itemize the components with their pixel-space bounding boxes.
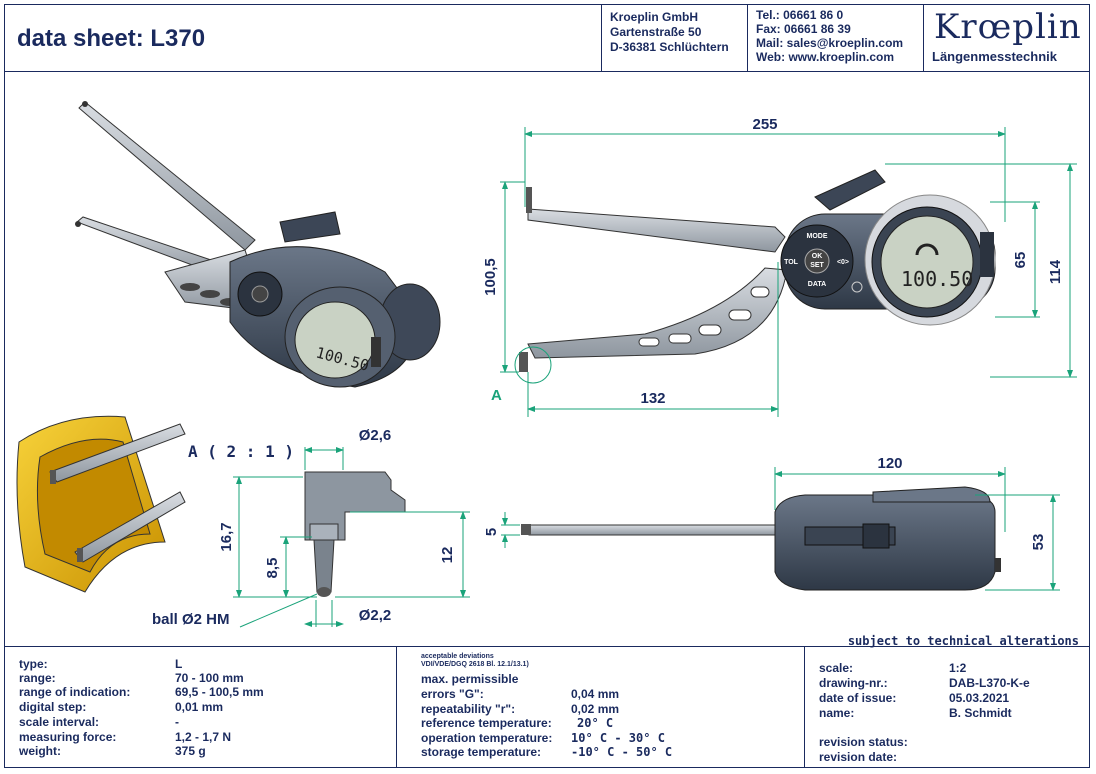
brand-block: Krœplin Längenmesstechnik	[923, 5, 1089, 71]
spec-label: scale interval:	[19, 715, 100, 729]
drawing-info-block: scale: drawing-nr.: date of issue: name:…	[805, 647, 1089, 768]
deviations-subheading: max. permissible	[421, 672, 519, 686]
key-tol[interactable]: TOL	[784, 259, 799, 266]
technical-drawing: 100.50 100	[16, 101, 1077, 628]
spec-value: 69,5 - 100,5 mm	[175, 685, 264, 699]
brand-subtitle: Längenmesstechnik	[932, 49, 1057, 64]
dim-255: 255	[752, 116, 777, 133]
page-title: data sheet: L370	[17, 25, 206, 52]
deviations-heading: acceptable deviations	[421, 653, 494, 660]
brand-logo: Krœplin	[934, 7, 1082, 47]
contact-tel: Tel.: 06661 86 0	[756, 8, 844, 22]
deviation-label: reference temperature:	[421, 716, 552, 730]
deviation-label: errors "G":	[421, 687, 484, 701]
cutaway-view	[16, 415, 186, 593]
info-value: B. Schmidt	[949, 706, 1012, 720]
side-view: 120 5 53	[483, 455, 1060, 591]
dim-16-7: 16,7	[218, 522, 235, 551]
data-sheet: data sheet: L370 Kroeplin GmbH Gartenstr…	[4, 4, 1090, 768]
key-mode[interactable]: MODE	[807, 233, 828, 240]
info-label: scale:	[819, 661, 854, 675]
dim-dia-2-2: Ø2,2	[359, 607, 392, 624]
info-label: date of issue:	[819, 691, 897, 705]
front-view: 100.50 OK SET MODE DATA TOL <0>	[482, 116, 1077, 417]
detail-a-title: A ( 2 : 1 )	[188, 442, 294, 461]
dim-53: 53	[1030, 534, 1047, 551]
spec-label: measuring force:	[19, 730, 117, 744]
front-display-reading: 100.50	[901, 267, 973, 291]
info-label: drawing-nr.:	[819, 676, 888, 690]
specs-block: type: range: range of indication: digita…	[5, 647, 397, 768]
deviation-value: 20° C	[577, 716, 614, 730]
spec-label: range:	[19, 671, 56, 685]
contact-mail[interactable]: Mail: sales@kroeplin.com	[756, 36, 904, 50]
isometric-view: 100.50	[75, 101, 441, 388]
dim-120: 120	[877, 455, 902, 472]
dim-100-5: 100,5	[482, 258, 499, 296]
info-label: name:	[819, 706, 855, 720]
company-name: Kroeplin GmbH	[610, 10, 699, 24]
dim-5: 5	[483, 528, 500, 536]
company-contact: Tel.: 06661 86 0 Fax: 06661 86 39 Mail: …	[747, 5, 923, 71]
deviation-label: storage temperature:	[421, 745, 542, 759]
deviation-label: operation temperature:	[421, 731, 553, 745]
key-set[interactable]: SET	[810, 262, 824, 269]
technical-alterations-note: subject to technical alterations	[847, 634, 1079, 648]
detail-a: A ( 2 : 1 ) Ø2,6	[152, 427, 470, 628]
deviation-label: repeatability "r":	[421, 702, 516, 716]
spec-footer: type: range: range of indication: digita…	[5, 646, 1089, 768]
spec-label: type:	[19, 657, 48, 671]
spec-value: L	[175, 657, 183, 671]
dim-8-5: 8,5	[264, 558, 281, 579]
info-value: DAB-L370-K-e	[949, 676, 1030, 690]
company-street: Gartenstraße 50	[610, 25, 702, 39]
key-ok[interactable]: OK	[812, 253, 823, 260]
company-city: D-36381 Schlüchtern	[610, 40, 729, 54]
deviations-standard: VDI/VDE/DGQ 2618 Bl. 12.1/13.1)	[421, 661, 529, 668]
deviation-value: 0,04 mm	[571, 687, 620, 701]
detail-marker-a: A	[491, 387, 502, 404]
spec-value: 375 g	[175, 744, 206, 758]
company-address: Kroeplin GmbH Gartenstraße 50 D-36381 Sc…	[601, 5, 747, 71]
dim-dia-2-6: Ø2,6	[359, 427, 392, 444]
revision-status-label: revision status:	[819, 735, 908, 749]
deviation-value: -10° C - 50° C	[571, 745, 673, 759]
key-zero[interactable]: <0>	[837, 259, 849, 266]
dim-65: 65	[1012, 252, 1029, 269]
info-value: 1:2	[949, 661, 967, 675]
info-value: 05.03.2021	[949, 691, 1010, 705]
deviation-value: 0,02 mm	[571, 702, 620, 716]
spec-label: digital step:	[19, 700, 87, 714]
contact-web[interactable]: Web: www.kroeplin.com	[756, 50, 895, 64]
dim-114: 114	[1047, 259, 1064, 284]
spec-label: range of indication:	[19, 685, 131, 699]
spec-value: 70 - 100 mm	[175, 671, 244, 685]
revision-date-label: revision date:	[819, 750, 898, 764]
dim-12: 12	[439, 547, 456, 564]
ball-spec: ball Ø2 HM	[152, 611, 230, 628]
spec-value: -	[175, 715, 179, 729]
key-data[interactable]: DATA	[808, 281, 826, 288]
spec-value: 0,01 mm	[175, 700, 224, 714]
dim-132: 132	[640, 390, 665, 407]
header: data sheet: L370 Kroeplin GmbH Gartenstr…	[5, 5, 1089, 72]
deviation-value: 10° C - 30° C	[571, 731, 665, 745]
spec-value: 1,2 - 1,7 N	[175, 730, 232, 744]
deviations-block: acceptable deviations VDI/VDE/DGQ 2618 B…	[397, 647, 805, 768]
contact-fax: Fax: 06661 86 39	[756, 22, 851, 36]
spec-label: weight:	[19, 744, 61, 758]
